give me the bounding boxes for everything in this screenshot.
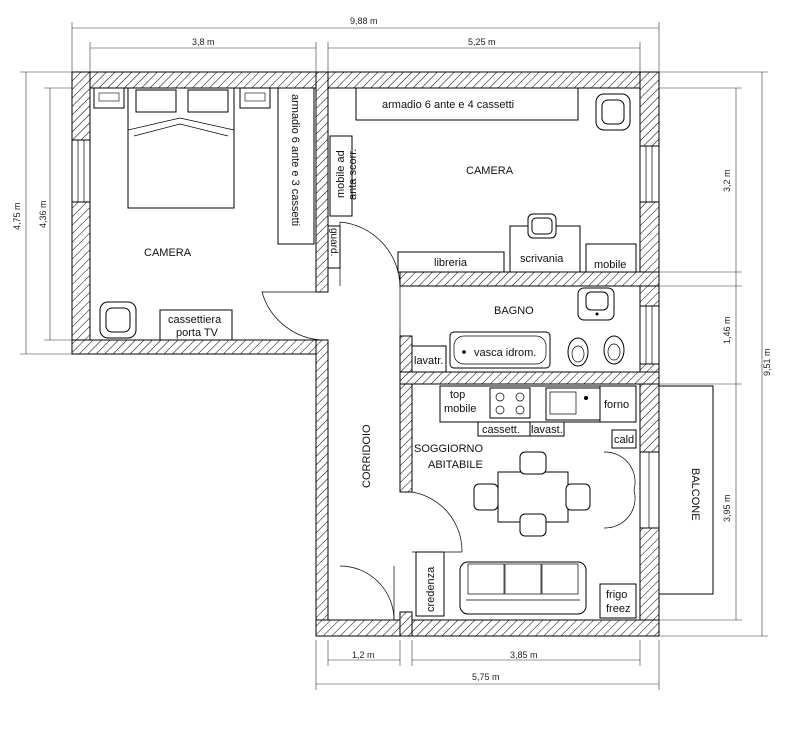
label-libreria: libreria <box>434 257 468 269</box>
room-camera-right: armadio 6 ante e 4 cassetti CAMERA libre… <box>355 87 637 273</box>
room-label-soggiorno-2: ABITABILE <box>428 459 483 471</box>
dim-left-height-inner: 4,36 m <box>38 200 48 228</box>
dim-bottom-room: 3,85 m <box>510 650 538 660</box>
dim-bottom-total: 5,75 m <box>472 672 500 682</box>
toilet <box>567 337 589 367</box>
label-scrivania: scrivania <box>520 253 564 265</box>
chair-right <box>565 483 591 511</box>
dim-right-room-width: 5,25 m <box>468 37 496 47</box>
room-label-corridoio: CORRIDOIO <box>361 424 373 488</box>
bidet <box>603 335 625 365</box>
wardrobe-right <box>355 87 579 121</box>
room-soggiorno: top mobile forno cassett. lavast. cald S… <box>414 385 637 619</box>
sink <box>577 287 615 321</box>
dim-left-room-width: 3,8 m <box>192 37 215 47</box>
label-top-1: top <box>450 389 465 401</box>
label-armadio-left: armadio 6 ante e 3 cassetti <box>289 94 301 226</box>
label-vasca: vasca idrom. <box>474 347 536 359</box>
label-frigo-2: freez <box>606 603 630 615</box>
washing-machine <box>411 345 447 373</box>
room-bagno: BAGNO vasca idrom. lavatr. <box>411 287 625 373</box>
label-cassettiera-1: cassettiera <box>168 314 222 326</box>
cabinet <box>585 243 637 273</box>
balcony: BALCONE <box>658 385 714 595</box>
kitchen-sink <box>545 387 601 421</box>
room-label-camera-left: CAMERA <box>144 247 192 259</box>
dim-right-total: 9,51 m <box>762 348 772 376</box>
room-label-camera-right: CAMERA <box>466 165 514 177</box>
room-camera-left: armadio 6 ante e 3 cassetti cassettiera … <box>93 87 315 341</box>
label-lavatr: lavatr. <box>414 355 443 367</box>
label-top-2: mobile <box>444 403 476 415</box>
dim-bottom-corridor: 1,2 m <box>352 650 375 660</box>
dim-total-width: 9,88 m <box>350 16 378 26</box>
wardrobe-left <box>277 87 315 245</box>
label-lavast: lavast. <box>531 424 563 436</box>
bookcase <box>397 251 505 273</box>
tv-dresser <box>159 309 233 341</box>
label-guard: guard. <box>328 228 339 256</box>
boiler <box>611 429 637 449</box>
dim-left-height-outer: 4,75 m <box>12 202 22 230</box>
label-cassettiera-2: porta TV <box>176 327 219 339</box>
window-right-balcone <box>639 451 660 529</box>
dim-right-upper: 3,2 m <box>722 169 732 192</box>
armchair-right <box>595 93 631 131</box>
stove <box>489 387 531 419</box>
label-mobile-scorr-2: anta scorr. <box>347 149 359 200</box>
window-right-top <box>639 145 660 203</box>
window-left <box>71 139 91 203</box>
label-mobile-scorr-1: mobile ad <box>335 150 347 198</box>
armchair-left <box>99 301 137 339</box>
label-armadio-right: armadio 6 ante e 4 cassetti <box>382 99 514 111</box>
fridge <box>599 583 637 619</box>
dimensions: 9,88 m 3,8 m 5,25 m 4,75 m 4,36 m 3,2 m … <box>12 16 772 690</box>
label-cassett: cassett. <box>482 424 520 436</box>
desk-chair <box>527 213 557 239</box>
label-mobile: mobile <box>594 259 626 271</box>
dim-right-lower: 3,95 m <box>722 494 732 522</box>
label-frigo-1: frigo <box>606 589 627 601</box>
label-cald: cald <box>614 434 634 446</box>
room-label-balcone: BALCONE <box>689 468 701 521</box>
chair-bottom <box>519 513 547 537</box>
whirlpool-tub <box>449 331 551 369</box>
sofa <box>459 561 587 615</box>
label-forno: forno <box>604 399 629 411</box>
room-label-bagno: BAGNO <box>494 305 534 317</box>
chair-top <box>519 451 547 475</box>
room-label-soggiorno-1: SOGGIORNO <box>414 443 484 455</box>
guard-cabinet: guard. <box>327 225 341 269</box>
label-credenza: credenza <box>425 566 437 612</box>
sideboard <box>415 551 445 617</box>
window-right-bagno <box>639 305 660 365</box>
chair-left <box>473 483 499 511</box>
dim-right-middle: 1,46 m <box>722 316 732 344</box>
sliding-cabinet: mobile ad anta scorr. <box>329 135 359 217</box>
